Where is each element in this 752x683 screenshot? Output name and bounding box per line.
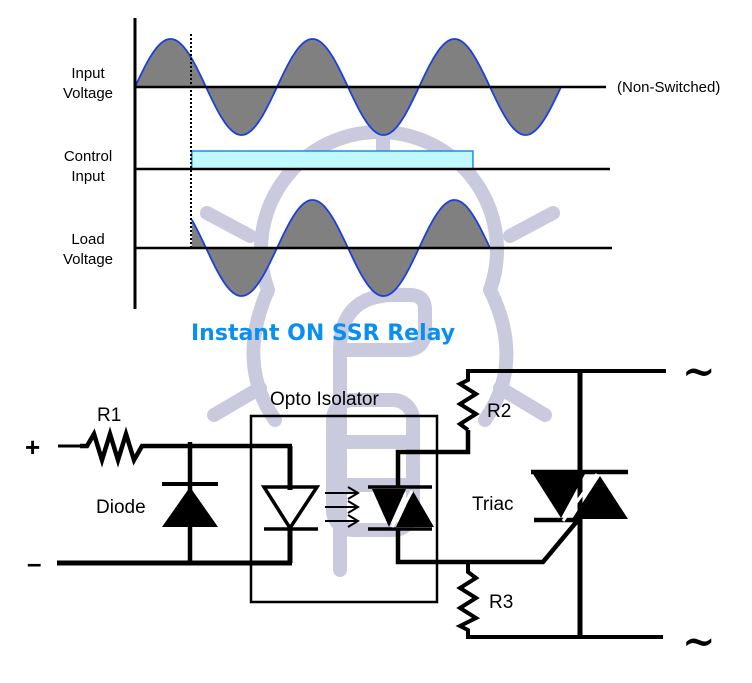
- r2-label: R2: [487, 401, 511, 422]
- opto-led-triangle: [260, 485, 321, 532]
- bulb-filament: [333, 288, 432, 577]
- triac-up-triangle: [572, 476, 628, 519]
- row-label-input-1: Input: [71, 65, 105, 82]
- ac-terminal-bottom-icon: ~: [682, 618, 716, 665]
- triac-down-triangle: [533, 474, 585, 518]
- load-voltage-wave-curve: [191, 199, 491, 297]
- plus-terminal-label: +: [25, 432, 40, 462]
- ac-terminal-top-icon: ~: [682, 348, 716, 395]
- opto-isolator-box: [249, 414, 439, 604]
- r1-label: R1: [97, 405, 121, 426]
- wire-opto-to-r2: [395, 430, 471, 487]
- row-label-input-2: Voltage: [63, 85, 113, 102]
- row-label-load-1: Load: [71, 231, 104, 248]
- row-label-control-2: Input: [71, 168, 105, 185]
- ray-lower-left: [207, 381, 267, 422]
- resistor-r1: [80, 426, 292, 468]
- diagram-title: Instant ON SSR Relay: [191, 321, 455, 346]
- opto-triac-up-triangle: [396, 491, 434, 527]
- opto-triac-down-triangle: [372, 489, 406, 527]
- ray-upper-right: [503, 206, 560, 243]
- row-label-control-1: Control: [64, 148, 112, 165]
- diode-label: Diode: [96, 497, 146, 518]
- ray-upper-left: [200, 206, 257, 243]
- diode-triangle: [162, 487, 218, 527]
- r3-label: R3: [489, 592, 513, 613]
- row-label-load-2: Voltage: [63, 251, 113, 268]
- light-arrows-icon: [325, 486, 360, 528]
- wire-opto-to-gate: [395, 518, 580, 565]
- non-switched-note: (Non-Switched): [617, 79, 720, 96]
- opto-isolator-label: Opto Isolator: [270, 389, 379, 410]
- triac-label: Triac: [472, 494, 514, 515]
- ray-lower-right: [493, 381, 552, 422]
- resistor-r3: [455, 562, 663, 639]
- resistor-r2: [455, 369, 666, 432]
- minus-terminal-label: –: [27, 548, 41, 578]
